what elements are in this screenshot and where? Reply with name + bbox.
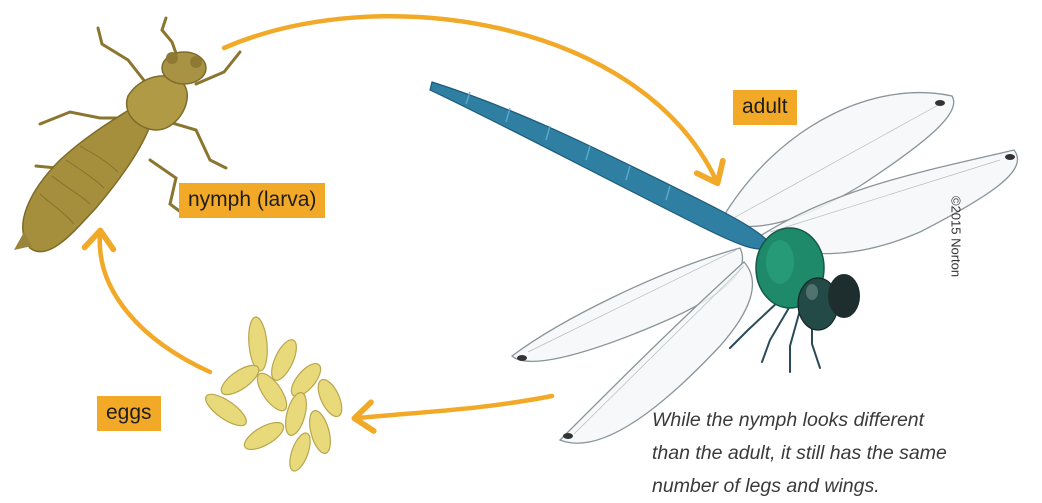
label-adult: adult <box>733 90 797 125</box>
caption-text: While the nymph looks different than the… <box>652 404 1032 503</box>
label-nymph: nymph (larva) <box>179 183 325 218</box>
caption-line-1: While the nymph looks different <box>652 404 1032 437</box>
egg-cluster-illustration <box>201 316 346 473</box>
label-eggs: eggs <box>97 396 161 431</box>
arrow-eggs-to-nymph <box>100 234 210 372</box>
caption-line-2: than the adult, it still has the same <box>652 437 1032 470</box>
arrow-adult-to-eggs <box>358 396 552 418</box>
caption-line-3: number of legs and wings. <box>652 470 1032 503</box>
copyright-credit: ©2015 Norton <box>948 196 963 277</box>
dragonfly-adult-illustration <box>430 82 1018 443</box>
